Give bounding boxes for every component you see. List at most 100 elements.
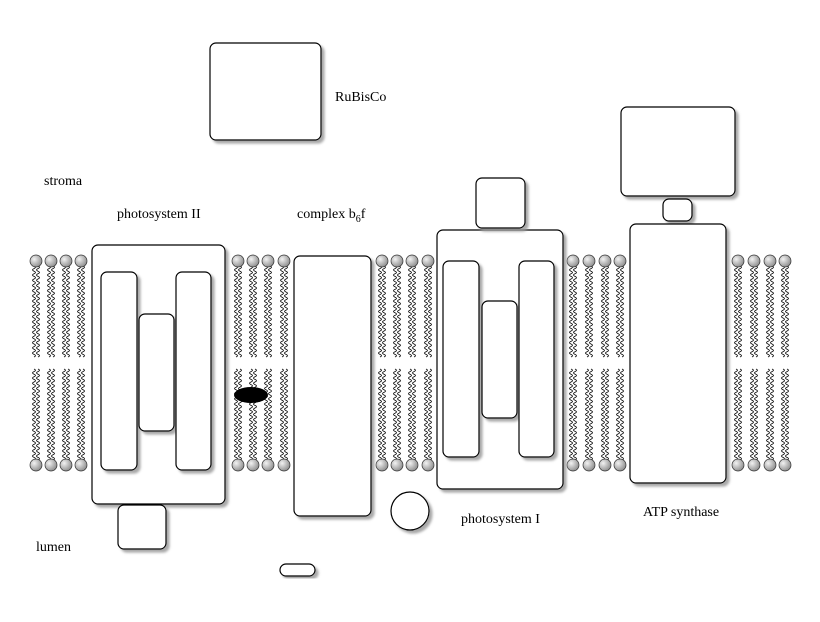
lipid-tail <box>264 265 268 358</box>
lipid-tail <box>601 368 605 461</box>
oxygen-evolving-complex <box>117 504 167 550</box>
lipid-head <box>747 458 761 472</box>
lipid-tail <box>284 265 288 358</box>
lipid-tail <box>280 368 284 461</box>
lipid-tail <box>770 265 774 358</box>
lipid-head <box>731 458 745 472</box>
lipid-tail <box>428 368 432 461</box>
lipid-tail <box>47 368 51 461</box>
lipid-head <box>582 458 596 472</box>
label-rubisco: RuBisCo <box>335 90 387 105</box>
lipid-tail <box>234 265 238 358</box>
label-complex-suffix: f <box>360 207 366 222</box>
lipid-head <box>246 458 260 472</box>
lipid-tail <box>408 368 412 461</box>
lipid-tail <box>424 265 428 358</box>
lipid-tail <box>253 368 257 461</box>
lipid-head <box>231 254 245 268</box>
lipid-tail <box>32 265 36 358</box>
lipid-tail <box>770 368 774 461</box>
plastocyanin-molecule <box>279 563 316 577</box>
lipid-tail <box>393 368 397 461</box>
lipid-tail <box>738 368 742 461</box>
lipid-tail <box>750 265 754 358</box>
lipid-tail <box>605 368 609 461</box>
lipid-head <box>747 254 761 268</box>
lipid-tail <box>77 368 81 461</box>
label-photosystem-i: photosystem I <box>461 512 540 527</box>
lipid-head <box>29 458 43 472</box>
lipid-head <box>405 458 419 472</box>
lipid-tail <box>234 368 238 461</box>
lipid-tail <box>66 368 70 461</box>
lipid-tail <box>785 265 789 358</box>
lipid-head <box>763 458 777 472</box>
lipid-head <box>731 254 745 268</box>
lipid-tail <box>268 368 272 461</box>
lipid-tail <box>585 368 589 461</box>
label-stroma: stroma <box>44 174 83 189</box>
photosystem-i-complex <box>436 177 564 490</box>
lipid-tail <box>620 265 624 358</box>
rubisco-complex <box>209 42 322 141</box>
lipid-head <box>421 458 435 472</box>
lipid-head <box>29 254 43 268</box>
lipid-tail <box>77 265 81 358</box>
photosystem-ii-helix-right <box>175 271 212 471</box>
label-complex-b6f: complex b6f <box>297 207 365 225</box>
lumen-protein-circle <box>390 491 430 531</box>
lipid-tail <box>378 368 382 461</box>
lipid-head <box>246 254 260 268</box>
lipid-tail <box>51 265 55 358</box>
lipid-tail <box>238 368 242 461</box>
lipid-tail <box>616 368 620 461</box>
lipid-tail <box>280 265 284 358</box>
lipid-head <box>405 254 419 268</box>
lipid-head <box>59 458 73 472</box>
lipid-tail <box>66 265 70 358</box>
lipid-tail <box>424 368 428 461</box>
lipid-tail <box>62 368 66 461</box>
lipid-tail <box>378 265 382 358</box>
photosystem-i-helix-center <box>481 300 518 419</box>
lipid-tail <box>766 368 770 461</box>
lipid-head <box>582 254 596 268</box>
atp-synthase-complex <box>620 106 736 484</box>
plastoquinone-molecule <box>234 387 268 403</box>
label-lumen: lumen <box>36 540 71 555</box>
lipid-tail <box>249 265 253 358</box>
lipid-tail <box>81 368 85 461</box>
lipid-tail <box>393 265 397 358</box>
lipid-tail <box>238 265 242 358</box>
lipid-tail <box>412 368 416 461</box>
photosystem-ii-helix-left <box>100 271 138 471</box>
lipid-tail <box>573 368 577 461</box>
lipid-tail <box>81 265 85 358</box>
lipid-tail <box>785 368 789 461</box>
lipid-head <box>44 458 58 472</box>
lipid-head <box>613 254 627 268</box>
lipid-tail <box>264 368 268 461</box>
lipid-tail <box>734 368 738 461</box>
photosystem-i-helix-right <box>518 260 555 458</box>
lipid-head <box>74 458 88 472</box>
lipid-head <box>277 458 291 472</box>
lipid-tail <box>253 265 257 358</box>
lipid-tail <box>589 368 593 461</box>
lipid-tail <box>408 265 412 358</box>
lipid-head <box>231 458 245 472</box>
lipid-head <box>375 458 389 472</box>
lipid-head <box>59 254 73 268</box>
lipid-tail <box>620 368 624 461</box>
lipid-tail <box>781 265 785 358</box>
lipid-head <box>390 458 404 472</box>
lipid-head <box>566 254 580 268</box>
lipid-head <box>778 254 792 268</box>
lipid-tail <box>51 368 55 461</box>
atp-synthase-cf0-base <box>629 223 727 484</box>
label-complex-sub: 6 <box>355 213 361 225</box>
lipid-head <box>375 254 389 268</box>
lipid-tail <box>249 368 253 461</box>
lipid-head <box>44 254 58 268</box>
